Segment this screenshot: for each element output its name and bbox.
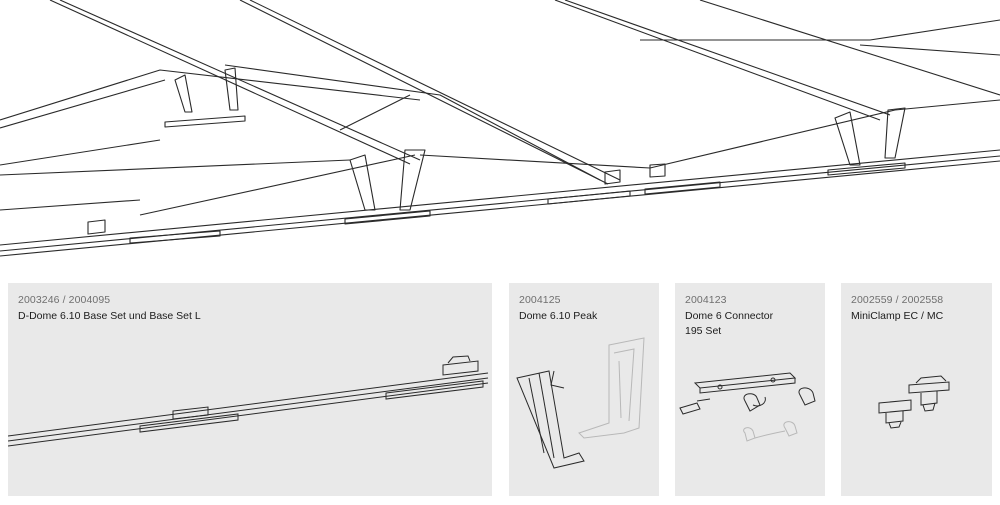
peak-illustration	[516, 337, 645, 469]
miniclamp-illustration	[878, 375, 950, 429]
product-card-miniclamp[interactable]: 2002559 / 2002558 MiniClamp EC / MC	[841, 283, 992, 496]
product-card-peak[interactable]: 2004125 Dome 6.10 Peak	[509, 283, 659, 496]
product-title: Dome 6.10 Peak	[519, 310, 598, 322]
product-code: 2004123	[685, 294, 727, 306]
product-code: 2003246 / 2004095	[18, 294, 111, 306]
product-title: D-Dome 6.10 Base Set und Base Set L	[18, 310, 201, 322]
product-code: 2002559 / 2002558	[851, 294, 944, 306]
product-title: Dome 6 Connector 195 Set	[685, 310, 774, 337]
connector-illustration	[679, 372, 816, 442]
product-card-base-set[interactable]: 2003246 / 2004095 D-Dome 6.10 Base Set u…	[8, 283, 492, 496]
base-set-illustration	[8, 355, 489, 447]
product-code: 2004125	[519, 294, 561, 306]
solar-array-illustration	[0, 0, 1000, 257]
product-card-connector[interactable]: 2004123 Dome 6 Connector 195 Set	[675, 283, 825, 496]
product-title: MiniClamp EC / MC	[851, 310, 944, 322]
